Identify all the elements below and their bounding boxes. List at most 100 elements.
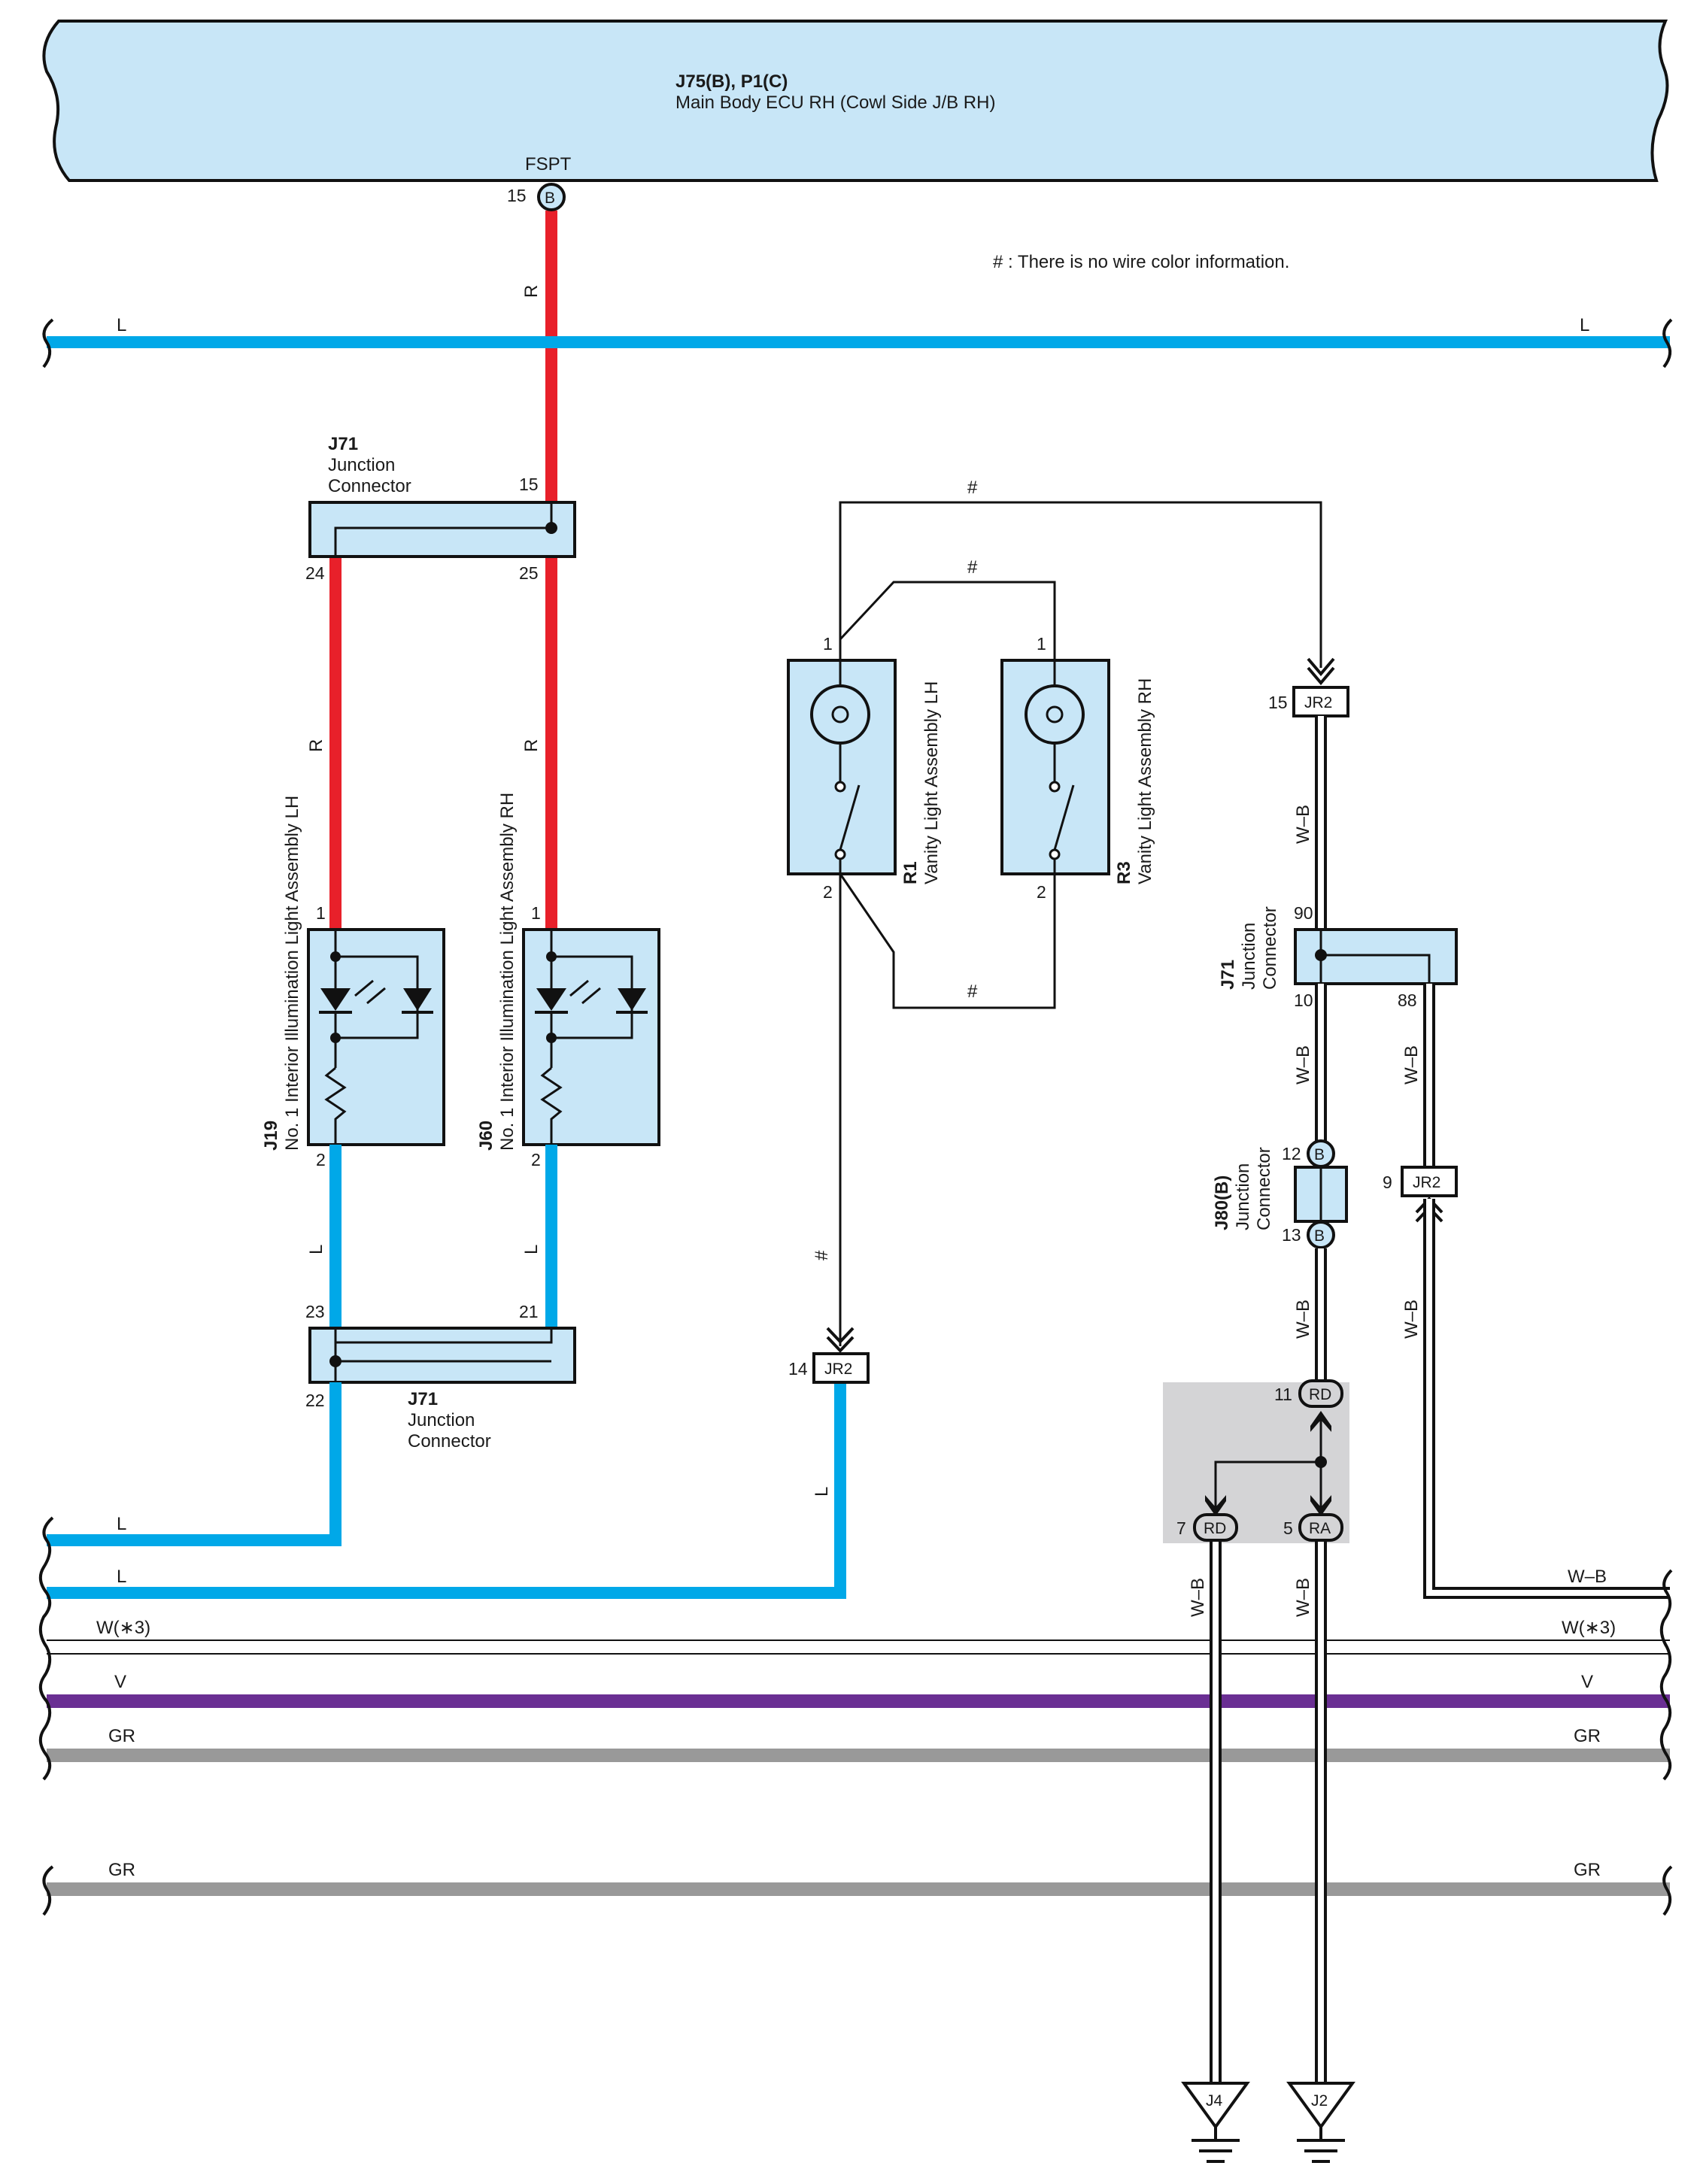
j80-pin-12: 12	[1282, 1144, 1301, 1163]
j19-code: J19	[261, 1121, 281, 1151]
j71-top-name2: Connector	[328, 476, 411, 496]
wire-label-v-right: V	[1581, 1672, 1593, 1692]
jr2-15-pin: 15	[1268, 693, 1288, 712]
ra-right-pin: 5	[1283, 1518, 1293, 1538]
j60-pin-2: 2	[531, 1150, 541, 1169]
jr2-14-label: JR2	[824, 1360, 852, 1378]
wire-label-l-b1: L	[117, 1514, 126, 1534]
jr2-9-label: JR2	[1413, 1174, 1440, 1191]
j71-top-pin-15: 15	[519, 475, 539, 494]
hash-wire-top	[839, 501, 1322, 668]
ra-right-arrow	[1310, 1495, 1331, 1516]
ecu-pin-connector-label: B	[545, 190, 555, 207]
j71-bottom-pin-21: 21	[519, 1302, 539, 1321]
j71-bottom-node	[329, 1355, 342, 1367]
j71-top-bus	[334, 502, 553, 557]
ecu-code: J75(B), P1(C)	[675, 71, 788, 92]
j60-code: J60	[476, 1121, 496, 1151]
wire-label-wb-right: W–B	[1568, 1567, 1607, 1587]
jr2-15-arrow	[1307, 657, 1335, 686]
hash-label-down: #	[812, 1250, 832, 1260]
rd-left-label: RD	[1204, 1520, 1226, 1537]
j71-top-connector	[308, 501, 576, 558]
wire-label-r-3: R	[521, 739, 542, 752]
ground-j4-symbol	[1181, 2082, 1250, 2163]
r3-lamp-switch	[1025, 660, 1085, 874]
j80-pin-13: 13	[1282, 1225, 1301, 1245]
r1-code: R1	[900, 861, 921, 884]
j60-pin-1: 1	[531, 903, 541, 923]
r3-pin-2: 2	[1037, 882, 1046, 902]
wire-label-r-2: R	[306, 739, 326, 752]
wire-label-wb-j2: W–B	[1293, 1578, 1313, 1617]
hash-wire-cross	[839, 581, 1056, 660]
wire-label-l-j19: L	[306, 1245, 326, 1254]
wire-label-wb-1: W–B	[1293, 805, 1313, 844]
ecu-pin-connector	[537, 183, 566, 211]
wire-label-w3-left: W(∗3)	[96, 1618, 150, 1638]
ground-j4-label: J4	[1206, 2092, 1223, 2110]
j71-bottom-pin-22: 22	[305, 1391, 325, 1410]
break-mark-left	[42, 318, 54, 369]
j80-pin-12-label: B	[1314, 1146, 1325, 1163]
j80-code: J80(B)	[1212, 1175, 1232, 1230]
r1-component	[787, 659, 897, 875]
ecu-box	[42, 20, 1669, 182]
j19-name: No. 1 Interior Illumination Light Assemb…	[282, 796, 302, 1151]
r1-pin-1: 1	[823, 634, 833, 654]
wire-label-v-left: V	[114, 1672, 126, 1692]
wire-label-l-jr2: L	[812, 1487, 832, 1497]
j71-right-node	[1315, 949, 1327, 961]
j71-right-name2: Connector	[1260, 906, 1280, 990]
ground-j2-symbol	[1286, 2082, 1355, 2163]
j71-bottom-pin-23: 23	[305, 1302, 325, 1321]
j19-led-circuit	[319, 930, 433, 1145]
jr2-14-arrow	[826, 1327, 855, 1353]
j80-pin-13-connector	[1307, 1221, 1335, 1249]
ra-right-connector	[1298, 1513, 1343, 1542]
jr2-14-pin: 14	[788, 1359, 808, 1379]
j71-bottom-name1: Junction	[408, 1410, 475, 1430]
wire-l-jr2-14	[47, 1384, 846, 1599]
hash-label-top: #	[967, 478, 978, 498]
wire-label-wb-3: W–B	[1401, 1045, 1422, 1084]
wire-label-l-top-left: L	[117, 315, 126, 335]
j71-top-node	[545, 522, 557, 534]
r3-code: R3	[1114, 861, 1134, 884]
r3-name: Vanity Light Assembly RH	[1135, 678, 1155, 884]
wire-label-gr1-right: GR	[1574, 1726, 1601, 1746]
j71-bottom-connector	[308, 1327, 576, 1384]
jr2-9-connector	[1401, 1166, 1458, 1197]
j80-name2: Connector	[1254, 1147, 1274, 1230]
wire-wb-4-inner	[1426, 1199, 1670, 1596]
rd-top-connector	[1298, 1379, 1343, 1408]
rd-left-connector	[1193, 1513, 1238, 1542]
j71-right-pin-90: 90	[1294, 903, 1313, 923]
j71-bottom-code: J71	[408, 1389, 438, 1409]
wire-label-l-b2: L	[117, 1567, 126, 1587]
rd-left-pin: 7	[1176, 1518, 1186, 1538]
wire-label-wb-j4: W–B	[1188, 1578, 1208, 1617]
j80-pin-13-label: B	[1314, 1227, 1325, 1245]
ra-right-label: RA	[1309, 1520, 1331, 1537]
hash-wire-bottom	[839, 873, 1056, 1009]
no-color-note: # : There is no wire color information.	[993, 252, 1289, 272]
break-mark-right	[1662, 318, 1673, 369]
j71-top-pin-25: 25	[519, 563, 539, 583]
jr2-15-label: JR2	[1304, 694, 1332, 711]
j71-right-pin-10: 10	[1294, 990, 1313, 1010]
j60-led-circuit	[535, 930, 648, 1145]
j71-right-code: J71	[1218, 960, 1238, 990]
r1-pin-2: 2	[823, 882, 833, 902]
j80-name1: Junction	[1233, 1163, 1253, 1230]
j71-top-name1: Junction	[328, 455, 395, 475]
wire-wb-4-outer	[1423, 1199, 1670, 1599]
jr2-9-pin: 9	[1383, 1172, 1392, 1192]
wire-label-gr1-left: GR	[108, 1726, 135, 1746]
wire-label-gr2-left: GR	[108, 1860, 135, 1880]
j71-top-pin-24: 24	[305, 563, 325, 583]
j71-top-code: J71	[328, 434, 358, 454]
ecu-name: Main Body ECU RH (Cowl Side J/B RH)	[675, 93, 995, 113]
j71-right-pin-88: 88	[1398, 990, 1417, 1010]
